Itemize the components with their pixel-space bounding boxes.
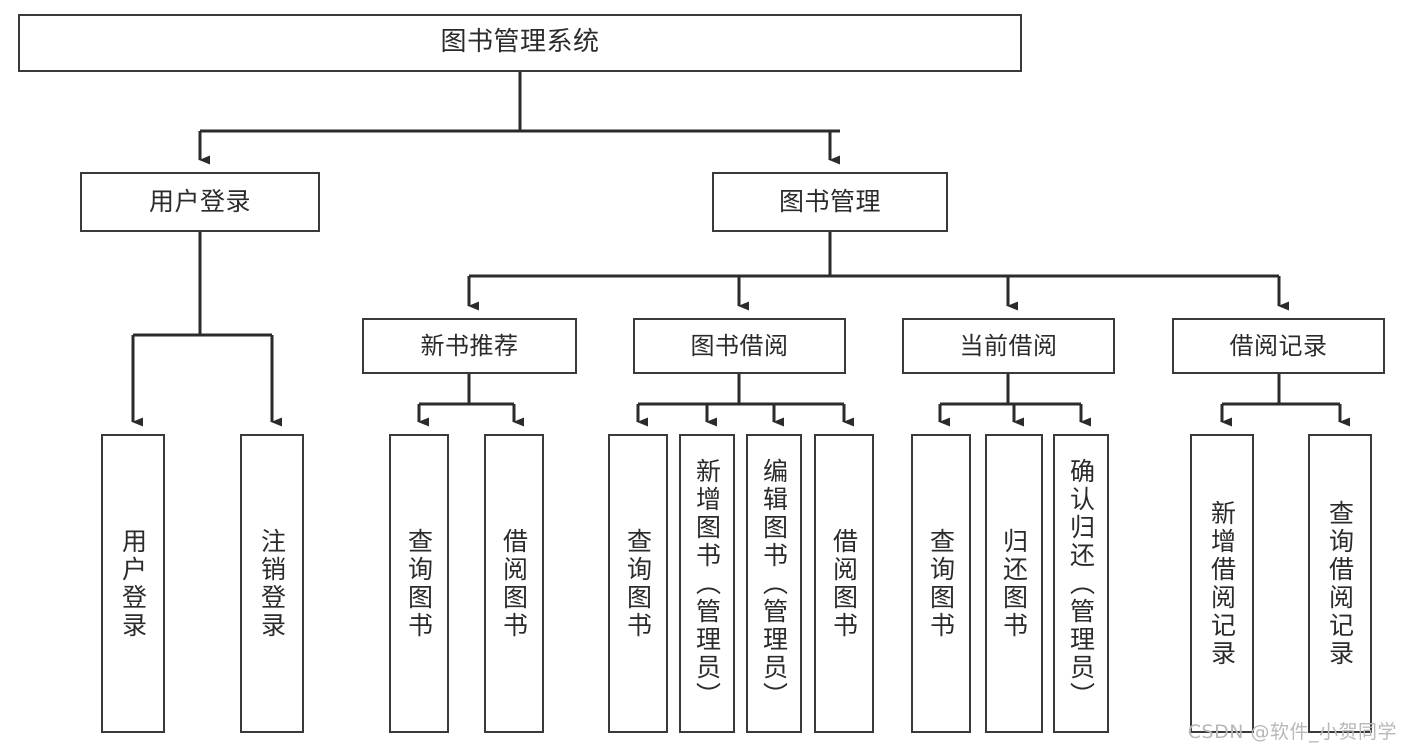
node-label: 查询借阅记录 bbox=[1325, 499, 1355, 668]
node-label: 图书管理系统 bbox=[440, 27, 600, 58]
node-label: 查询图书 bbox=[404, 527, 434, 640]
node-label: 图书管理 bbox=[778, 187, 881, 216]
node-current-borrow[interactable]: 当前借阅 bbox=[902, 318, 1115, 374]
node-leaf-add-borrow-record[interactable]: 新增借阅记录 bbox=[1190, 434, 1254, 733]
node-leaf-query-borrow-record[interactable]: 查询借阅记录 bbox=[1308, 434, 1372, 733]
node-label: 新书推荐 bbox=[420, 331, 519, 360]
node-leaf-borrow-book[interactable]: 借阅图书 bbox=[814, 434, 874, 733]
node-borrow-record[interactable]: 借阅记录 bbox=[1172, 318, 1385, 374]
node-label: 图书借阅 bbox=[690, 331, 789, 360]
node-label: 借阅图书 bbox=[499, 527, 529, 640]
node-user-login[interactable]: 用户登录 bbox=[80, 172, 320, 232]
node-leaf-confirm-return-admin[interactable]: 确认归还（管理员） bbox=[1053, 434, 1109, 733]
node-root-system[interactable]: 图书管理系统 bbox=[18, 14, 1022, 72]
node-leaf-query-book-recommend[interactable]: 查询图书 bbox=[389, 434, 449, 733]
node-leaf-query-book-current[interactable]: 查询图书 bbox=[911, 434, 971, 733]
node-book-management[interactable]: 图书管理 bbox=[712, 172, 948, 232]
node-new-book-recommend[interactable]: 新书推荐 bbox=[362, 318, 577, 374]
node-leaf-query-book-borrow[interactable]: 查询图书 bbox=[608, 434, 668, 733]
node-label: 用户登录 bbox=[118, 527, 148, 640]
node-leaf-borrow-book-recommend[interactable]: 借阅图书 bbox=[484, 434, 544, 733]
node-label: 当前借阅 bbox=[959, 331, 1058, 360]
node-label: 查询图书 bbox=[926, 527, 956, 640]
node-label: 新增图书（管理员） bbox=[692, 457, 722, 710]
node-label: 查询图书 bbox=[623, 527, 653, 640]
node-leaf-user-login[interactable]: 用户登录 bbox=[101, 434, 165, 733]
node-leaf-return-book[interactable]: 归还图书 bbox=[985, 434, 1043, 733]
node-label: 借阅图书 bbox=[829, 527, 859, 640]
node-label: 编辑图书（管理员） bbox=[759, 457, 789, 710]
node-label: 用户登录 bbox=[148, 187, 251, 216]
node-label: 注销登录 bbox=[257, 527, 287, 640]
node-label: 确认归还（管理员） bbox=[1066, 457, 1096, 710]
node-label: 归还图书 bbox=[999, 527, 1029, 640]
node-leaf-logout[interactable]: 注销登录 bbox=[240, 434, 304, 733]
node-book-borrow[interactable]: 图书借阅 bbox=[633, 318, 846, 374]
node-leaf-add-book-admin[interactable]: 新增图书（管理员） bbox=[679, 434, 735, 733]
node-leaf-edit-book-admin[interactable]: 编辑图书（管理员） bbox=[746, 434, 802, 733]
csdn-watermark: CSDN @软件_小贺同学 bbox=[1187, 721, 1397, 743]
node-label: 新增借阅记录 bbox=[1207, 499, 1237, 668]
node-label: 借阅记录 bbox=[1229, 331, 1328, 360]
